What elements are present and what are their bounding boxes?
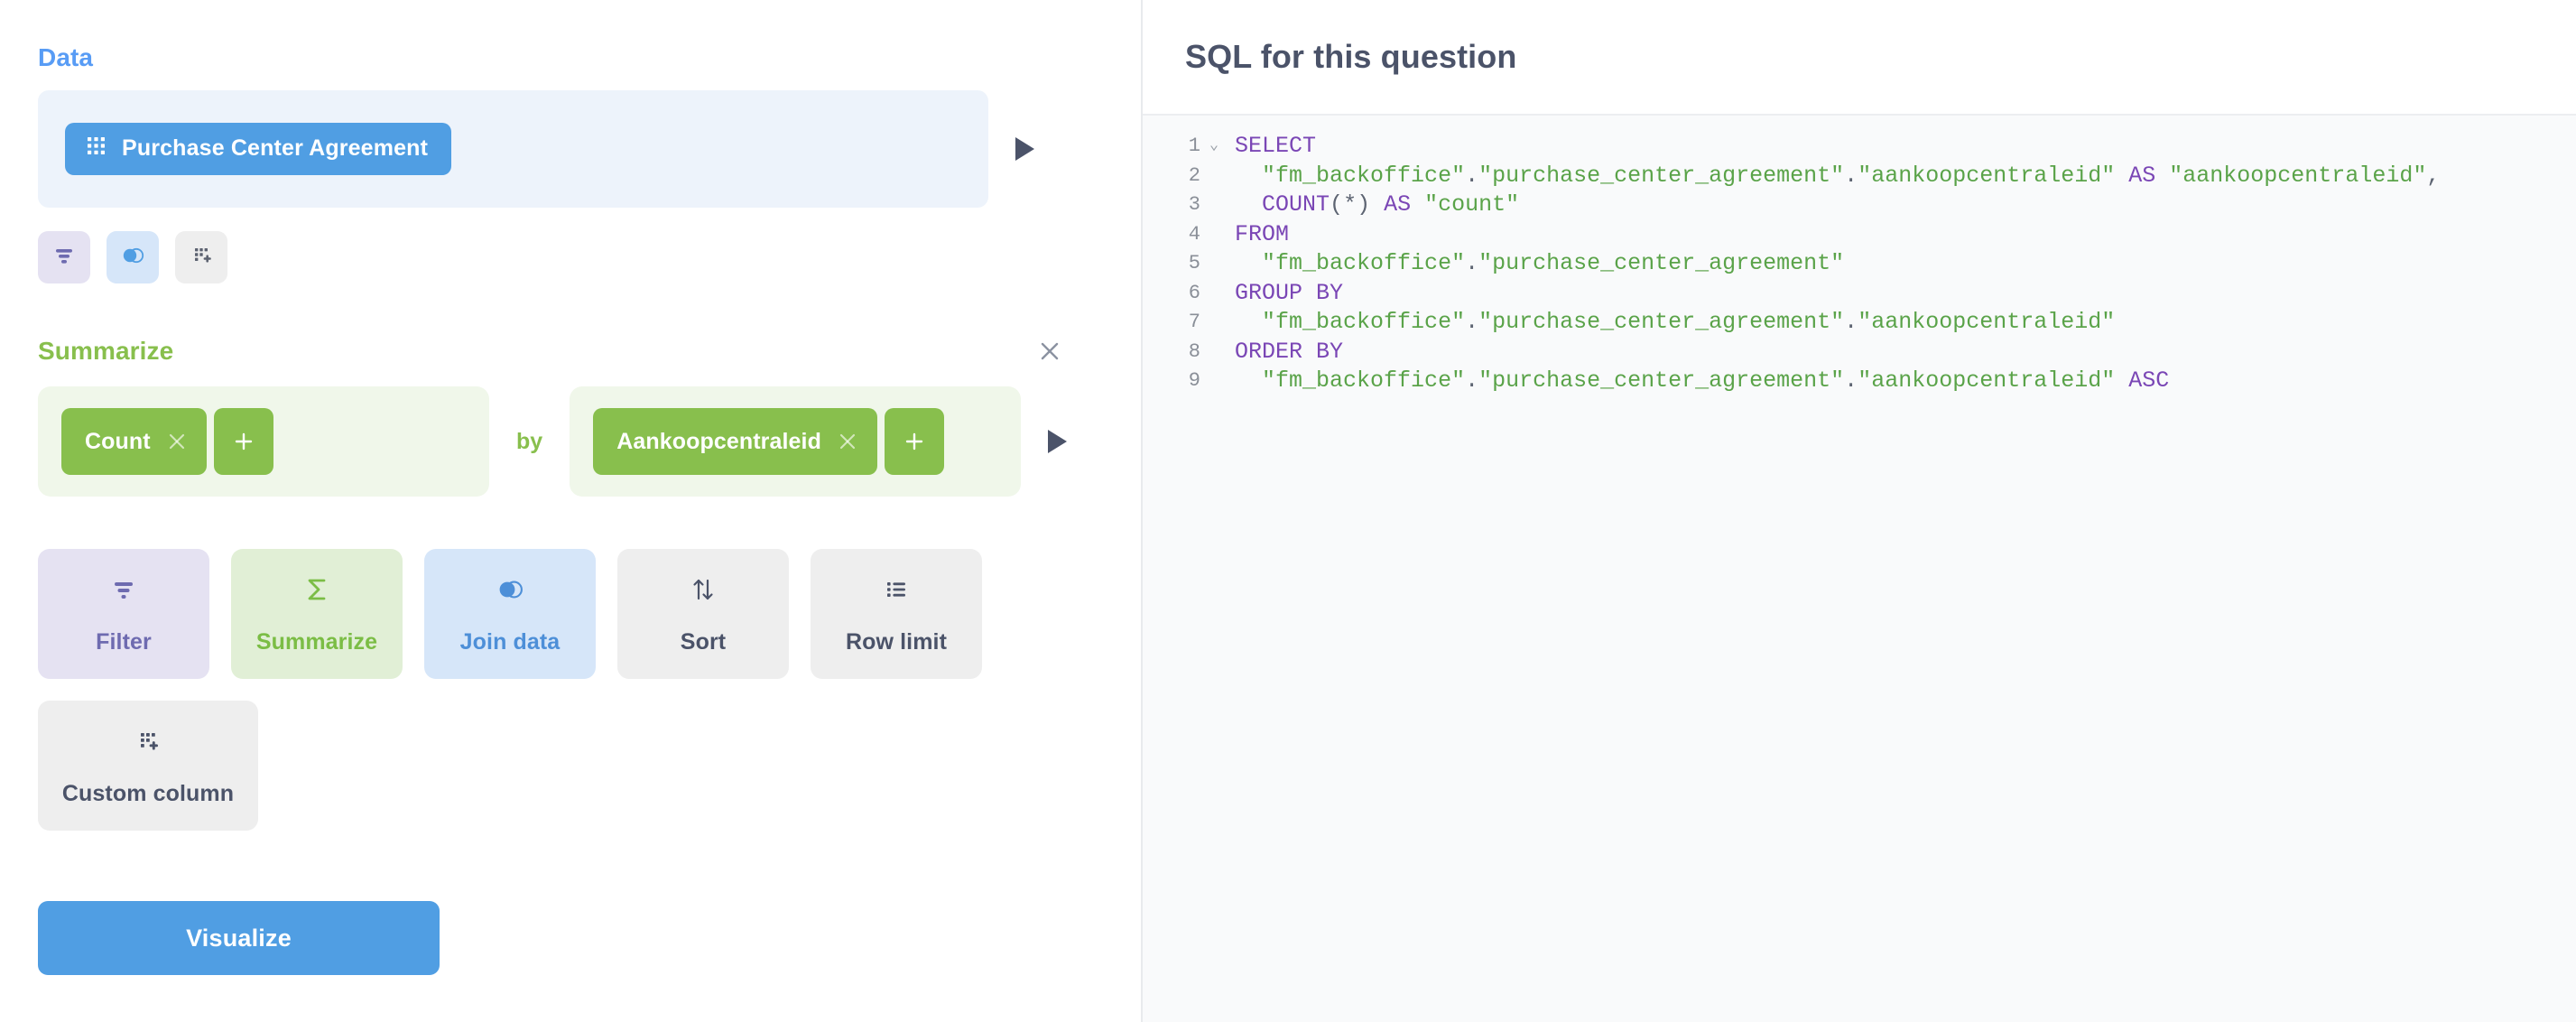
mini-join-button[interactable]: [107, 231, 159, 283]
sql-panel-header: SQL for this question: [1143, 0, 2576, 116]
action-button-row: Filter Summarize Join data: [38, 549, 1101, 679]
action-button-sort-label: Sort: [680, 629, 727, 655]
action-button-summarize-label: Summarize: [255, 629, 378, 655]
data-preview-play-triangle-icon[interactable]: [1015, 137, 1034, 161]
action-button-row-limit-label: Row limit: [845, 629, 947, 655]
plus-icon: [905, 432, 923, 451]
sql-line-number: 6: [1188, 281, 1200, 304]
breakout-card: Aankoopcentraleid: [570, 386, 1022, 497]
sql-line-number: 2: [1188, 163, 1200, 187]
aggregation-chip-label: Count: [85, 428, 151, 454]
table-chip-purchase-center-agreement[interactable]: Purchase Center Agreement: [65, 123, 452, 175]
sql-line-code: COUNT(*) AS "count": [1262, 191, 1520, 218]
sql-line-code: SELECT: [1235, 133, 1317, 159]
visualize-button[interactable]: Visualize: [38, 901, 440, 975]
sql-line: 6 GROUP BY: [1143, 279, 2576, 309]
data-section: Data: [38, 45, 1101, 283]
join-venn-icon: [495, 574, 525, 611]
sql-line-number: 7: [1188, 311, 1200, 333]
sql-panel-title: SQL for this question: [1185, 38, 1517, 75]
list-icon: [881, 574, 912, 611]
sql-line: 9 "fm_backoffice"."purchase_center_agree…: [1143, 367, 2576, 396]
sql-line-number: 9: [1188, 369, 1200, 392]
action-button-custom-column[interactable]: Custom column: [38, 701, 258, 831]
mini-action-row: [38, 231, 1101, 283]
action-button-join-data[interactable]: Join data: [424, 549, 596, 679]
table-chip-label: Purchase Center Agreement: [122, 135, 429, 161]
table-grid-icon: [87, 136, 107, 161]
sql-line-code: "fm_backoffice"."purchase_center_agreeme…: [1262, 250, 1845, 276]
action-button-summarize[interactable]: Summarize: [231, 549, 403, 679]
mini-filter-button[interactable]: [38, 231, 90, 283]
action-button-custom-column-label: Custom column: [61, 781, 235, 806]
custom-column-icon: [133, 726, 163, 763]
sql-line: 8 ORDER BY: [1143, 338, 2576, 367]
breakout-chip-group: Aankoopcentraleid: [593, 408, 944, 475]
filter-icon: [51, 242, 78, 274]
join-venn-icon: [119, 242, 146, 274]
sql-line: 3 COUNT(*) AS "count": [1143, 190, 2576, 220]
action-button-filter[interactable]: Filter: [38, 549, 209, 679]
summarize-preview-play-triangle-icon[interactable]: [1048, 430, 1068, 453]
aggregation-chip-remove-close-icon[interactable]: [167, 432, 187, 451]
sql-line: 1 ⌄ SELECT: [1143, 132, 2576, 162]
data-source-card: Purchase Center Agreement: [38, 90, 988, 208]
sort-arrows-icon: [688, 574, 718, 611]
aggregation-chip-group: Count: [61, 408, 273, 475]
sql-line-code: "fm_backoffice"."purchase_center_agreeme…: [1262, 309, 2116, 335]
data-section-title: Data: [38, 43, 94, 71]
add-breakout-button[interactable]: [884, 408, 944, 475]
sql-line-number: 8: [1188, 339, 1200, 363]
summarize-section: Summarize Count: [38, 336, 1101, 497]
summarize-header: Summarize: [38, 336, 1101, 367]
custom-column-icon: [188, 242, 215, 274]
breakout-chip-remove-close-icon[interactable]: [838, 432, 857, 451]
notebook-editor: Data: [0, 0, 1141, 1022]
sql-fold-chevron-icon[interactable]: ⌄: [1209, 137, 1219, 154]
breakout-chip-label: Aankoopcentraleid: [616, 428, 821, 454]
sql-line-code: FROM: [1235, 220, 1290, 247]
aggregation-chip-count[interactable]: Count: [61, 408, 207, 475]
sql-line-number: 1: [1188, 135, 1200, 157]
sql-line-number: 5: [1188, 252, 1200, 274]
sql-line: 4 FROM: [1143, 220, 2576, 250]
custom-column-row: Custom column: [38, 701, 1101, 831]
breakout-chip-aankoopcentraleid[interactable]: Aankoopcentraleid: [593, 408, 877, 475]
action-button-filter-label: Filter: [96, 629, 152, 655]
action-button-sort[interactable]: Sort: [617, 549, 789, 679]
aggregation-card: Count: [38, 386, 489, 497]
sql-line: 2 "fm_backoffice"."purchase_center_agree…: [1143, 162, 2576, 191]
sql-code-area[interactable]: 1 ⌄ SELECT 2 "fm_backoffice"."purchase_cent…: [1143, 116, 2576, 1022]
summarize-by-label: by: [516, 428, 543, 454]
sql-line-code: "fm_backoffice"."purchase_center_agreeme…: [1262, 162, 2441, 189]
sql-line: 7 "fm_backoffice"."purchase_center_agree…: [1143, 308, 2576, 338]
action-button-join-data-label: Join data: [459, 629, 561, 655]
filter-icon: [108, 574, 139, 611]
sql-line-code: "fm_backoffice"."purchase_center_agreeme…: [1262, 367, 2170, 394]
sql-line-code: ORDER BY: [1235, 338, 1344, 365]
add-aggregation-button[interactable]: [213, 408, 273, 475]
sql-line-number: 3: [1188, 193, 1200, 216]
data-row: Purchase Center Agreement: [38, 90, 1101, 208]
sql-line-code: GROUP BY: [1235, 279, 1344, 306]
action-button-row-limit[interactable]: Row limit: [811, 549, 982, 679]
summarize-clause-row: Count: [38, 386, 1101, 497]
plus-icon: [235, 432, 252, 451]
sql-preview-panel: SQL for this question 1 ⌄ SELECT 2 "fm_back…: [1141, 0, 2576, 1022]
summarize-preview-wrap: [1044, 430, 1068, 453]
summarize-close-icon[interactable]: [1034, 336, 1065, 367]
mini-custom-column-button[interactable]: [175, 231, 227, 283]
sql-line-number: 4: [1188, 222, 1200, 246]
sigma-icon: [301, 574, 332, 611]
sql-line: 5 "fm_backoffice"."purchase_center_agree…: [1143, 249, 2576, 279]
summarize-section-title: Summarize: [38, 337, 174, 365]
